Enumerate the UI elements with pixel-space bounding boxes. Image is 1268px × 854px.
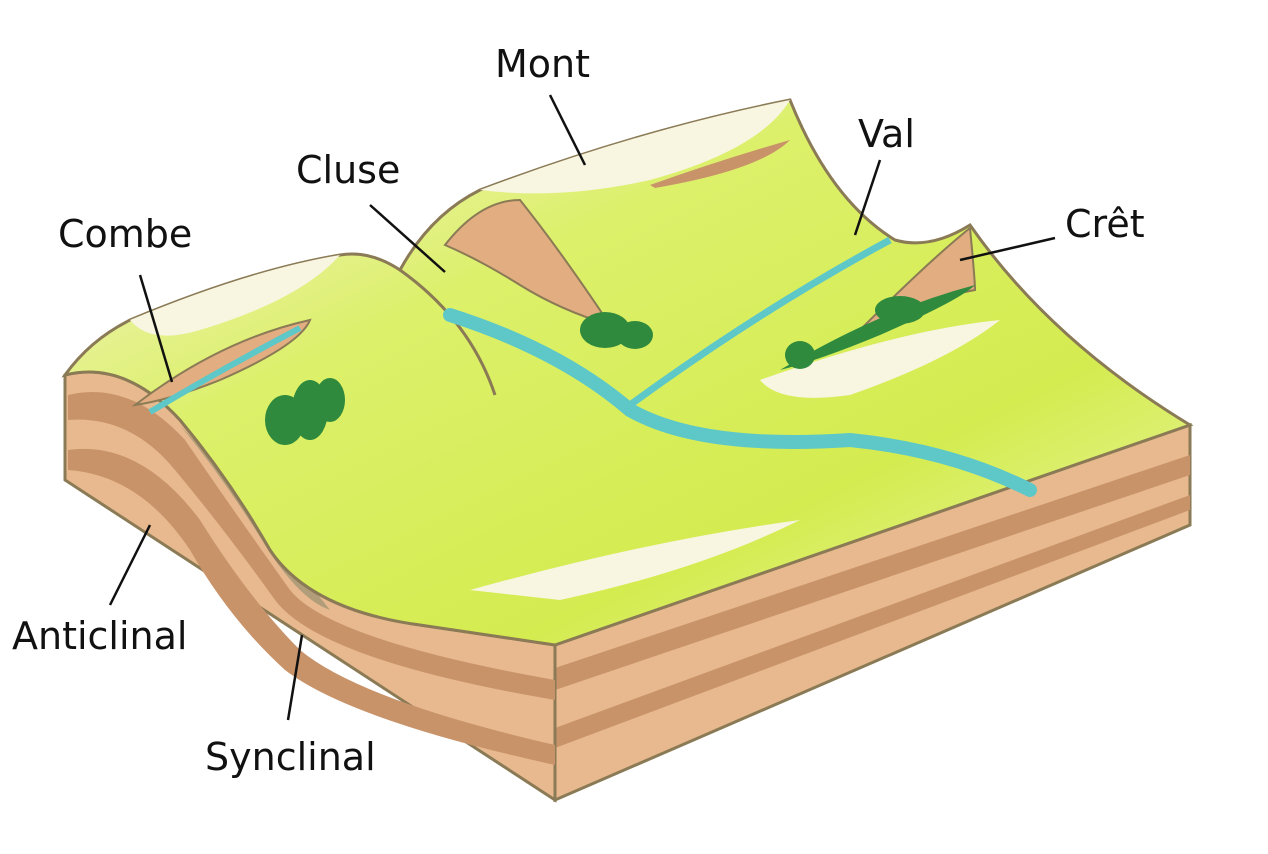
- ridge-highlight: [130, 255, 340, 336]
- label-combe: Combe: [58, 212, 193, 256]
- ridge-highlight: [480, 100, 790, 194]
- label-cret: Crêt: [1065, 202, 1145, 246]
- river-val: [627, 236, 892, 408]
- forest-icons: [265, 285, 975, 445]
- river-combe: [148, 325, 302, 415]
- ridge-highlight: [470, 520, 800, 600]
- leader-lines: [108, 94, 1056, 721]
- label-anticlinal: Anticlinal: [12, 614, 188, 658]
- label-mont: Mont: [495, 42, 591, 86]
- right-face-strata: [553, 422, 1192, 803]
- label-val: Val: [858, 112, 915, 156]
- label-cluse: Cluse: [296, 148, 401, 192]
- cluse-edge: [399, 268, 497, 396]
- river-main: [443, 308, 1037, 497]
- mont-rock: [650, 140, 790, 188]
- ridge-highlight: [760, 320, 1000, 398]
- label-synclinal: Synclinal: [205, 735, 376, 779]
